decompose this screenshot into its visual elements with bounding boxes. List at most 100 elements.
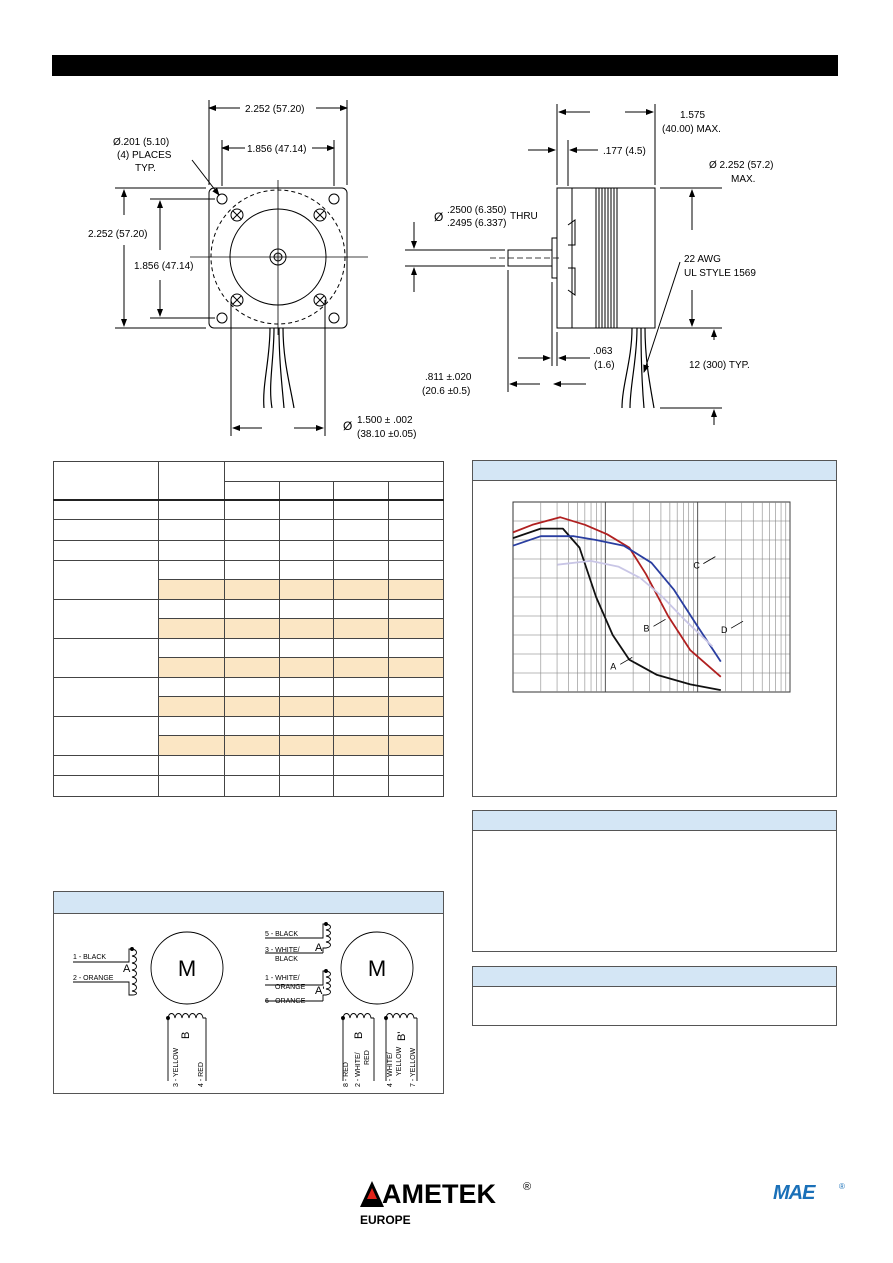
info-panel-1-header [473,811,836,831]
dim-shaft-2: .2495 (6.337) [447,218,507,229]
wire-right-3a: 3 - WHITE/ [265,947,300,954]
dim-hole-typ: TYP. [135,163,156,174]
dim-pilot-depth: .177 (4.5) [603,146,646,157]
dim-wire-1: 22 AWG [684,254,721,265]
series-b-label: B [644,623,650,633]
chart-grid [512,501,791,693]
ametek-logo: AMETEK ® EUROPE [360,1179,540,1229]
dim-hole-spacing-width: 1.856 (47.14) [247,144,307,155]
dim-lead-length: 12 (300) TYP. [689,360,750,371]
table-subheader-row [54,481,444,501]
coil-b-left [167,1013,206,1021]
chart-panel-header [473,461,836,481]
wire-right-2b: RED [364,1050,371,1065]
info-panel-2 [472,966,837,1026]
coil-b2-label-right: B' [396,1032,408,1041]
dim-body-dia-1: Ø 2.252 (57.2) [709,160,773,171]
series-d-curve [557,560,714,648]
mae-logo: MAE ® [773,1182,845,1208]
coil-b-label-left: B [180,1032,192,1039]
table-row [54,618,444,639]
coil-a-label-right: A [315,942,323,954]
dimension-drawing: 2.252 (57.20) 1.856 (47.14) Ø.201 (5.10)… [88,100,773,440]
wiring-diagram: M 1 - BLACK 2 - ORANGE A B 3 - YELLOW 4 … [73,922,418,1087]
dim-hole-dia: Ø.201 (5.10) [113,137,169,148]
coil-b-label-right: B [353,1032,365,1039]
dim-shaft-thru: THRU [510,211,538,222]
motor-right-circle [340,931,414,1005]
coil-a-left [131,948,137,996]
dim-overall-width: 2.252 (57.20) [245,104,305,115]
dim-shaft-len-2: (20.6 ±0.5) [422,386,470,397]
series-a-label: A [610,661,616,671]
wire-right-7: 7 - YELLOW [410,1047,417,1087]
mae-wordmark: MAE [773,1182,815,1204]
header-bar [52,55,838,76]
table-row [54,735,444,756]
wire-right-4a: 4 - WHITE/ [387,1052,394,1087]
wire-right-2a: 2 - WHITE/ [355,1052,362,1087]
table-row [53,599,444,639]
series-d-leader [730,620,744,629]
series-a-curve [512,527,721,691]
table-row [53,677,444,717]
wiring-panel [53,891,444,1094]
wire-right-1b: ORANGE [275,984,306,991]
dim-pilot-line1: 1.500 ± .002 [357,415,413,426]
dim-hole-places: (4) PLACES [117,150,172,161]
wire-right-3b: BLACK [275,956,298,963]
table-header-row [53,461,445,501]
motor-left-circle [150,931,224,1005]
info-panel-2-header [473,967,836,987]
dim-pilot-line2: (38.10 ±0.05) [357,429,416,440]
motor-right-label: M [368,956,386,981]
wire-right-4b: YELLOW [396,1046,403,1076]
series-d-label: D [721,625,728,635]
table-row [53,499,444,520]
table-row [53,755,444,776]
wire-left-4: 4 - RED [198,1062,205,1087]
wire-left-1: 1 - BLACK [73,954,106,961]
series-c-leader [703,556,716,564]
chart-series-labels: A B C D [610,556,744,671]
wire-right-1a: 1 - WHITE/ [265,975,300,982]
dim-wire-2: UL STYLE 1569 [684,268,756,279]
motor-left-label: M [178,956,196,981]
wire-left-2: 2 - ORANGE [73,975,114,982]
table-row [53,540,444,561]
table-row [53,775,444,797]
wire-right-5: 5 - BLACK [265,931,298,938]
table-row [53,638,444,678]
ametek-triangle-icon [360,1181,384,1207]
chart-curves [512,516,722,691]
chart-panel [472,460,837,797]
table-row [54,579,444,600]
table-row [53,716,444,756]
torque-chart: A B C D [512,501,791,693]
coil-a-label-left: A [123,963,131,975]
spec-table [53,461,445,797]
series-b-leader [653,618,666,627]
dim-shaft-1: .2500 (6.350) [447,205,507,216]
ametek-registered: ® [523,1181,532,1193]
dim-overall-height: 2.252 (57.20) [88,229,148,240]
wire-left-3: 3 - YELLOW [173,1047,180,1087]
info-panel-1 [472,810,837,952]
dim-length-2: (40.00) MAX. [662,124,721,135]
table-row [53,560,444,600]
dim-shaft-symbol: Ø [434,210,443,224]
dim-body-dia-2: MAX. [731,174,755,185]
table-row [54,657,444,678]
series-c-curve [512,535,722,663]
series-c-label: C [693,561,700,571]
wire-right-6: 6 - ORANGE [265,998,306,1005]
wire-right-8: 8 - RED [343,1062,350,1087]
ametek-region: EUROPE [360,1213,411,1227]
dim-shaft-len-1: .811 ±.020 [425,372,472,383]
dim-length-1: 1.575 [680,110,705,121]
wiring-panel-header [54,892,443,914]
coil-a2-label-right: A' [315,985,324,997]
dim-hole-spacing-height: 1.856 (47.14) [134,261,194,272]
series-b-curve [512,516,722,678]
series-a-leader [620,656,633,665]
